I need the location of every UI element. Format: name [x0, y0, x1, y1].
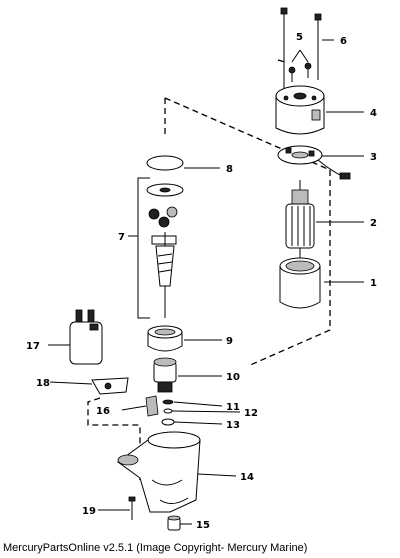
part-7-bracket: [137, 177, 150, 319]
callout-13: 13: [226, 420, 240, 431]
callout-7: 7: [118, 232, 125, 243]
part-2-armature[interactable]: [285, 180, 315, 270]
part-14-drive-housing[interactable]: [117, 431, 201, 513]
callout-10: 10: [226, 372, 240, 383]
part-5-screws[interactable]: [288, 62, 312, 82]
part-12-ring[interactable]: [163, 408, 173, 414]
part-17-solenoid[interactable]: [69, 309, 103, 365]
part-6-thru-bolts[interactable]: [280, 7, 322, 95]
leader-lines: [48, 39, 364, 525]
part-15-bushing[interactable]: [167, 515, 181, 531]
copyright-caption: MercuryPartsOnline v2.5.1 (Image Copyrig…: [3, 542, 308, 554]
callout-9: 9: [226, 336, 233, 347]
part-11-washer[interactable]: [162, 399, 174, 405]
part-8-o-ring[interactable]: [146, 155, 184, 171]
part-1-field-frame[interactable]: [279, 257, 321, 309]
starter-motor-exploded-diagram: 1 2 3 4 5 6 7 8 9 10 11 12 13 14 15 16 1…: [26, 7, 377, 531]
callout-18: 18: [36, 378, 50, 389]
callout-5: 5: [296, 32, 303, 43]
part-9-ring-gear[interactable]: [147, 325, 183, 352]
callout-11: 11: [226, 402, 240, 413]
part-7-drive-assembly[interactable]: [146, 183, 184, 318]
part-4-end-cap[interactable]: [275, 85, 325, 135]
callout-12: 12: [244, 408, 258, 419]
callout-1: 1: [370, 278, 377, 289]
callout-6: 6: [340, 36, 347, 47]
callout-2: 2: [370, 218, 377, 229]
part-16-lever-clip[interactable]: [145, 395, 159, 417]
part-18-shift-fork[interactable]: [91, 377, 129, 395]
callout-15: 15: [196, 520, 210, 531]
part-10-drive-pinion[interactable]: [153, 357, 177, 393]
part-19-bolt[interactable]: [128, 496, 136, 520]
callout-labels: 1 2 3 4 5 6 7 8 9 10 11 12 13 14 15 16 1…: [26, 32, 377, 531]
callout-16: 16: [96, 406, 110, 417]
part-13-retainer[interactable]: [161, 418, 175, 426]
callout-17: 17: [26, 341, 40, 352]
callout-4: 4: [370, 108, 377, 119]
callout-3: 3: [370, 152, 377, 163]
callout-14: 14: [240, 472, 254, 483]
callout-19: 19: [82, 506, 96, 517]
callout-8: 8: [226, 164, 233, 175]
assembly-guide-lines: [87, 59, 331, 480]
part-3-brush-plate[interactable]: [277, 145, 351, 180]
